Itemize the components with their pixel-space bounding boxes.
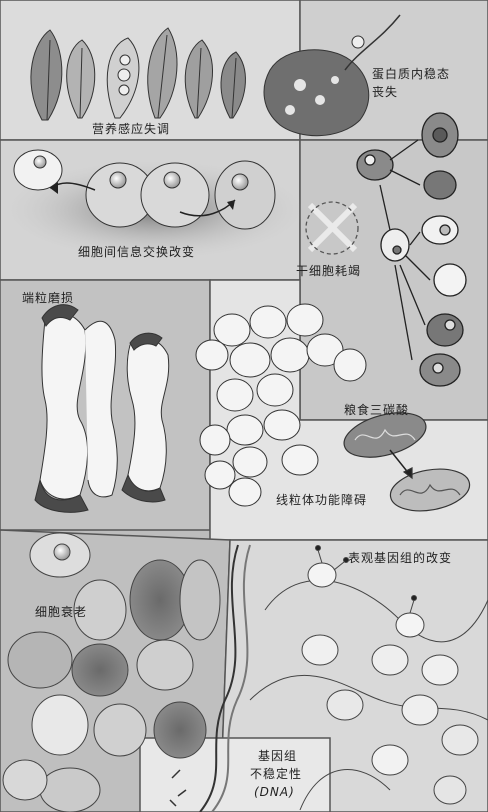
label-epigenetic: 表观基因组的改变 [348, 550, 452, 565]
stem-cell-tree [305, 112, 467, 387]
label-stem-cell: 干细胞耗竭 [296, 264, 361, 278]
label-genomic-line1: 基因组 [258, 749, 297, 763]
label-senescence: 细胞衰老 [35, 604, 87, 619]
chromatin-nucleosomes [249, 545, 488, 811]
senescent-tissue [2, 532, 221, 812]
label-intercellular: 细胞间信息交换改变 [78, 244, 195, 259]
label-telomere: 端粒磨损 [22, 290, 74, 305]
label-genomic-line3: (DNA) [254, 785, 295, 799]
mitochondria [343, 412, 471, 512]
chromosomes [34, 304, 170, 513]
intercellular-cells [5, 149, 305, 260]
label-proteostasis-line2: 丧失 [372, 84, 398, 99]
label-mitochondria: 线粒体功能障碍 [276, 492, 367, 507]
leafy-vegetables [30, 27, 246, 121]
label-mitochondria-side: 粮食三碳酸 [344, 402, 409, 417]
protein-aggregate [263, 14, 401, 137]
dna-helix [169, 544, 251, 812]
label-genomic-line2: 不稳定性 [250, 766, 302, 781]
label-nutrient-sensing: 营养感应失调 [92, 121, 170, 136]
label-proteostasis: 蛋白质内稳态 [372, 66, 450, 81]
cell-cluster [195, 303, 367, 507]
